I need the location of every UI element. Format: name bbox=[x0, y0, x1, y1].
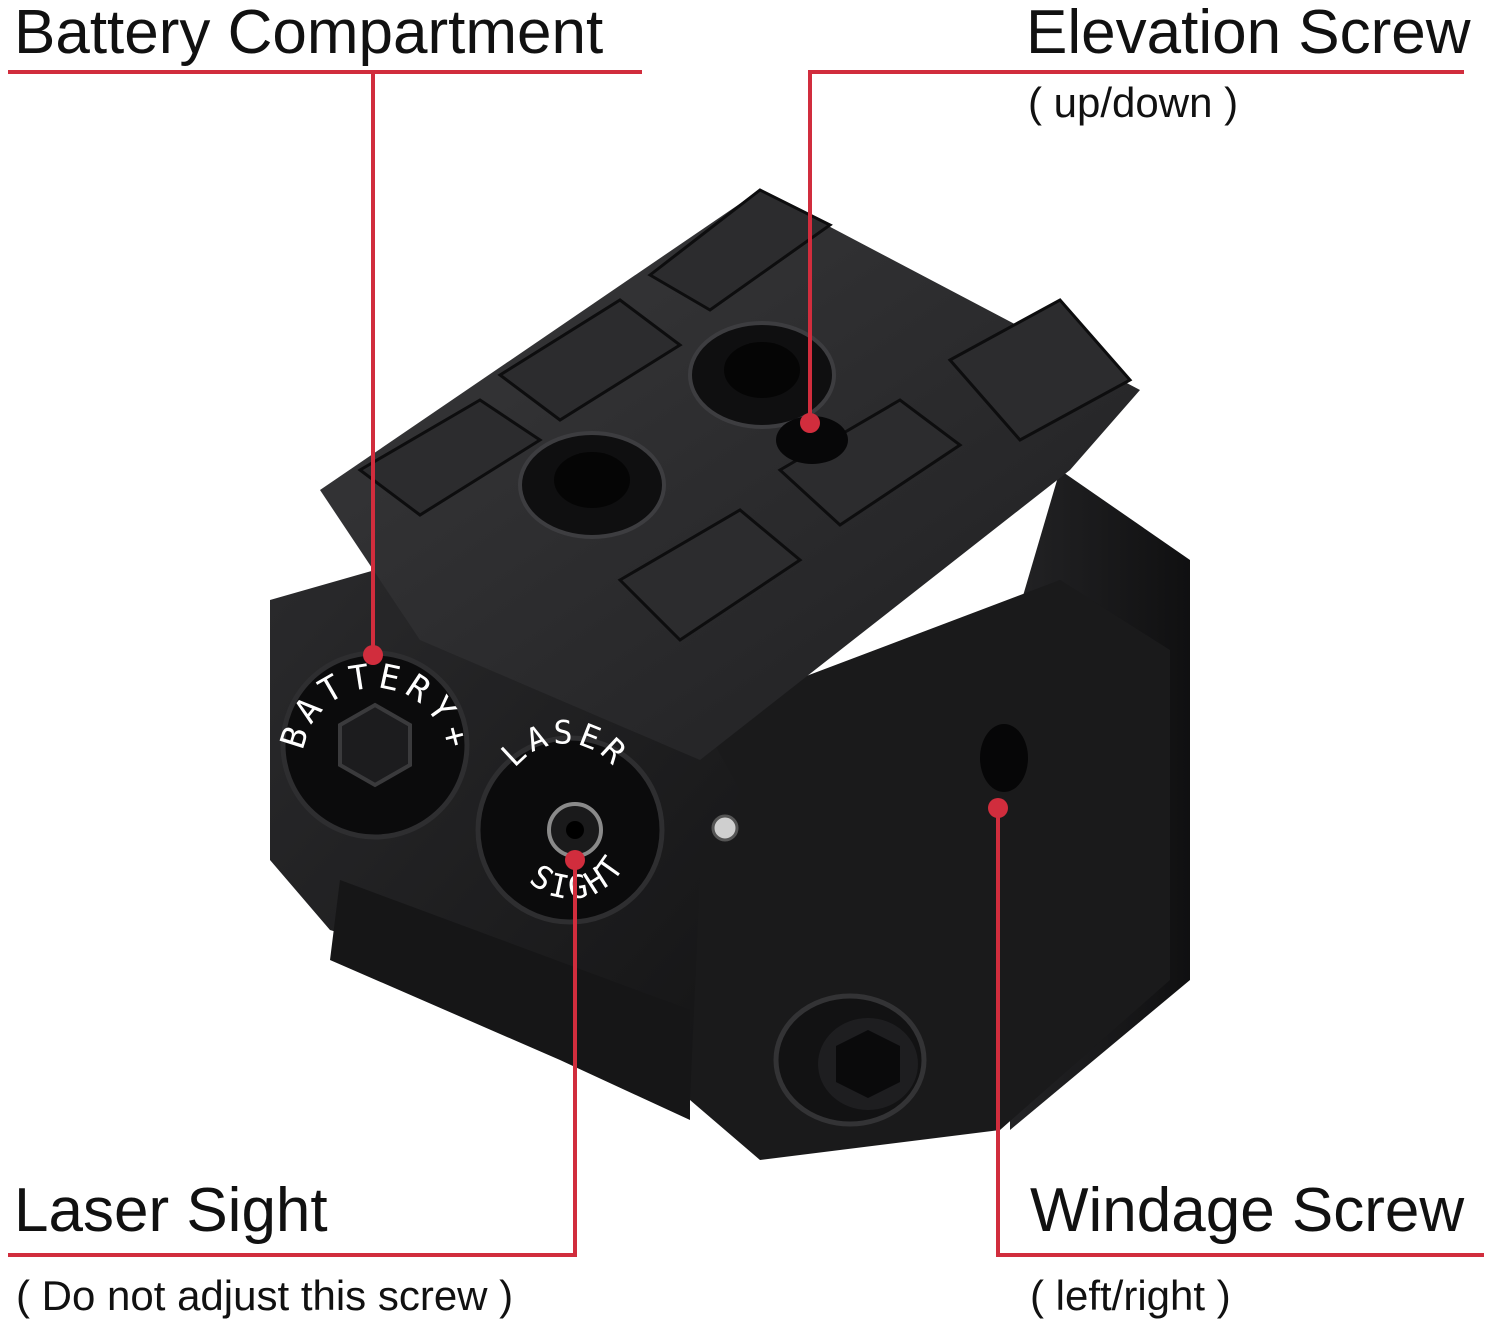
elevation-leader-line bbox=[808, 70, 1464, 423]
top-screw-rear bbox=[688, 321, 836, 429]
battery-leader-dot bbox=[363, 645, 383, 665]
laser-cap: LASER SIGHT bbox=[475, 714, 665, 925]
laser-sight-label: Laser Sight bbox=[14, 1176, 328, 1245]
battery-compartment-label: Battery Compartment bbox=[14, 0, 604, 67]
rail-clamp bbox=[330, 880, 690, 1120]
elevation-leader-dot bbox=[800, 413, 820, 433]
windage-screw-label: Windage Screw bbox=[1030, 1176, 1465, 1245]
device-top-face bbox=[320, 190, 1140, 760]
laser-device: BATTERY+ LASER SIGHT bbox=[270, 188, 1190, 1160]
top-screw-front bbox=[518, 431, 666, 539]
laser-leader-dot bbox=[565, 850, 585, 870]
windage-leader-line bbox=[996, 808, 1484, 1257]
leader-dots bbox=[363, 413, 1008, 870]
elevation-screw-hole bbox=[776, 416, 848, 464]
elevation-screw-note: ( up/down ) bbox=[1028, 79, 1239, 126]
leader-lines bbox=[8, 70, 1484, 1257]
rivet bbox=[711, 814, 739, 842]
picatinny-rail bbox=[357, 188, 1133, 642]
windage-leader-dot bbox=[988, 798, 1008, 818]
elevation-screw-label: Elevation Screw bbox=[1026, 0, 1471, 67]
laser-sight-note: ( Do not adjust this screw ) bbox=[16, 1272, 514, 1319]
hex-socket-icon bbox=[338, 702, 412, 788]
laser-leader-line bbox=[8, 860, 577, 1257]
windage-screw-note: ( left/right ) bbox=[1030, 1272, 1231, 1319]
knurled-knob-icon bbox=[773, 993, 927, 1127]
windage-screw-hole bbox=[980, 724, 1028, 792]
